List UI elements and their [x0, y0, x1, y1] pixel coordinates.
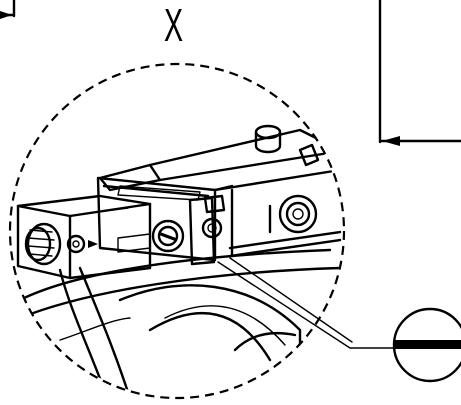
left-dimension-bracket [0, 0, 16, 19]
dimension-arrow-icon [382, 136, 400, 146]
screwdriver-slot-icon [392, 307, 461, 383]
dimension-label-x: X [164, 0, 184, 51]
detail-view [16, 124, 342, 397]
leader-line [217, 261, 397, 349]
detail-circle-icon [8, 62, 346, 400]
dimension-arrow-icon [0, 11, 12, 19]
right-dimension-line [378, 0, 461, 146]
